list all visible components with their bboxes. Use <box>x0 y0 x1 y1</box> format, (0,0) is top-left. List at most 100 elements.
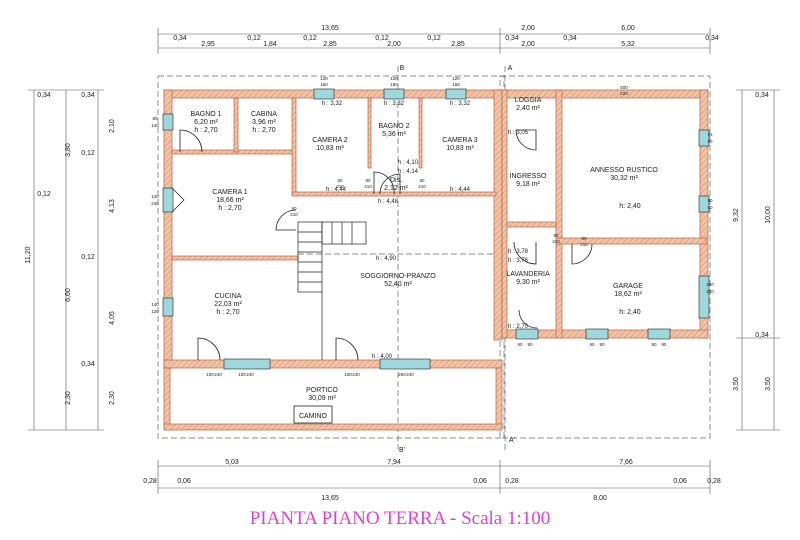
room-name-cabina: CABINA <box>251 111 277 118</box>
room-name-camera3: CAMERA 3 <box>442 137 478 144</box>
opening-label: 100 <box>206 372 214 377</box>
room-name-lavanderia: LAVANDERIA <box>506 271 550 278</box>
dim-left-mid: 3,80 <box>65 143 72 157</box>
opening-label: 80 <box>419 178 425 183</box>
room-name-bagno1: BAGNO 1 <box>190 111 221 118</box>
dimension-lines <box>28 28 780 494</box>
height-label: h : 4,10 <box>398 160 419 166</box>
opening-label: 90 <box>661 342 667 347</box>
camino-box <box>293 405 333 424</box>
dim-right-outer: 10,00 <box>765 206 772 224</box>
room-area-lavanderia: 9,30 m² <box>516 279 540 286</box>
room-area-annesso: 30,32 m² <box>610 175 638 182</box>
room-area-camera1: 18,66 m² <box>216 197 244 204</box>
room-area-dis: 2,12 m² <box>384 185 408 192</box>
room-name-garage: GARAGE <box>613 283 643 290</box>
room-name-dis: Dis. <box>390 177 402 184</box>
opening-label: 210 <box>418 184 426 189</box>
height-label: h : 2,70 <box>508 324 529 330</box>
room-area-ingresso: 9,18 m² <box>516 181 540 188</box>
dim-bottom-seg: 5,03 <box>225 459 239 466</box>
dim-top-seg: 2,85 <box>451 41 465 48</box>
dim-bottom-total-a: 13,65 <box>321 495 339 502</box>
opening-label: 100 <box>238 372 246 377</box>
room-name-soggiorno: SOGGIORNO-PRANZO <box>360 273 436 280</box>
room-area-camera2: 10,83 m² <box>316 145 344 152</box>
dim-left-inner: 2,30 <box>109 391 116 405</box>
dim-top-right-a: 2,00 <box>521 25 535 32</box>
opening-label: 90 <box>651 342 657 347</box>
section-label-b: B <box>400 65 405 72</box>
opening-label: 210 <box>364 184 372 189</box>
opening-label: 120 <box>452 76 460 81</box>
opening-label: 240 <box>151 201 159 206</box>
opening-label: 90 <box>707 198 713 203</box>
room-name-annesso: ANNESSO RUSTICO <box>590 167 658 174</box>
opening-label: 160 <box>452 82 460 87</box>
opening-label: 220 <box>706 289 714 294</box>
opening-label: 500 <box>620 85 628 90</box>
opening-label: 240 <box>352 372 360 377</box>
dim-left-outer: 11,20 <box>25 246 32 263</box>
opening-label: 80 <box>553 233 559 238</box>
section-markers: B A B' A' <box>399 65 515 454</box>
opening-label: 260 <box>706 282 714 287</box>
room-area-loggia: 2,40 m² <box>516 105 540 112</box>
dim-left-inner: 2,10 <box>109 119 116 133</box>
height-label: h : 3,78 <box>508 249 529 255</box>
opening-label: 95 <box>707 132 713 137</box>
height-label: h : 3,32 <box>384 101 405 107</box>
opening-label: 210 <box>336 184 344 189</box>
dim-top-seg: 2,00 <box>521 41 535 48</box>
room-labels: BAGNO 1 6,20 m² h : 2,70 CABINA 3,96 m² … <box>190 97 658 402</box>
doors <box>171 129 593 361</box>
dim-top-seg: 0,12 <box>427 35 441 42</box>
opening-label: 160 <box>390 82 398 87</box>
dim-bottom-fine: 0,28 <box>505 478 519 485</box>
dim-right-outer: 3,50 <box>765 377 772 391</box>
opening-label: 80 <box>581 236 587 241</box>
room-area-soggiorno: 52,40 m² <box>384 281 412 288</box>
opening-label: 140 <box>151 123 159 128</box>
room-height-camera1: h : 2,70 <box>218 205 241 212</box>
dim-bottom-fine: 0,28 <box>707 478 721 485</box>
section-label-a2: A' <box>509 437 515 444</box>
room-area-portico: 30,09 m² <box>308 395 336 402</box>
opening-label: 210 <box>552 239 560 244</box>
stairs <box>297 221 367 360</box>
dim-top-seg: 1,84 <box>263 41 277 48</box>
dim-bottom-fine: 0,06 <box>473 478 487 485</box>
opening-label: 220 <box>620 91 628 96</box>
opening-label: 80 <box>152 116 158 121</box>
opening-label: 210 <box>290 212 298 217</box>
camino-label: CAMINO <box>299 413 328 420</box>
opening-label: 240 <box>406 372 414 377</box>
room-name-loggia: LOGGIA <box>515 97 542 104</box>
opening-label: 90 <box>517 342 523 347</box>
dim-top-seg: 0,34 <box>563 35 577 42</box>
opening-label: 120 <box>320 76 328 81</box>
opening-label: 90 <box>707 205 713 210</box>
room-name-camera1: CAMERA 1 <box>212 189 248 196</box>
opening-labels: 120 160 120 160 120 160 80 140 140 240 1… <box>151 76 714 377</box>
opening-label: 210 <box>580 242 588 247</box>
dim-top-total: 13,65 <box>321 25 339 32</box>
room-height-bagno1: h : 2,70 <box>194 127 217 134</box>
room-area-cucina: 22,03 m² <box>214 301 242 308</box>
opening-label: 90 <box>599 342 605 347</box>
room-name-bagno2: BAGNO 2 <box>378 123 409 130</box>
dim-bottom-seg: 7,94 <box>387 459 401 466</box>
opening-label: 90 <box>527 342 533 347</box>
section-label-b2: B' <box>399 447 405 454</box>
dim-top-seg: 0,34 <box>505 35 519 42</box>
dimension-texts-right: 0,34 0,34 <box>755 92 769 339</box>
opening-label: 140 <box>151 302 159 307</box>
dim-left-mid: 6,60 <box>65 288 72 302</box>
dim-top-seg: 0,12 <box>247 35 261 42</box>
dim-top-seg: 2,95 <box>201 41 215 48</box>
opening-label: 240 <box>214 372 222 377</box>
opening-label: 90 <box>707 139 713 144</box>
dim-left-inner: 0,12 <box>81 150 95 157</box>
dim-top-seg: 0,12 <box>303 35 317 42</box>
dim-right-inner: 9,32 <box>733 208 740 222</box>
